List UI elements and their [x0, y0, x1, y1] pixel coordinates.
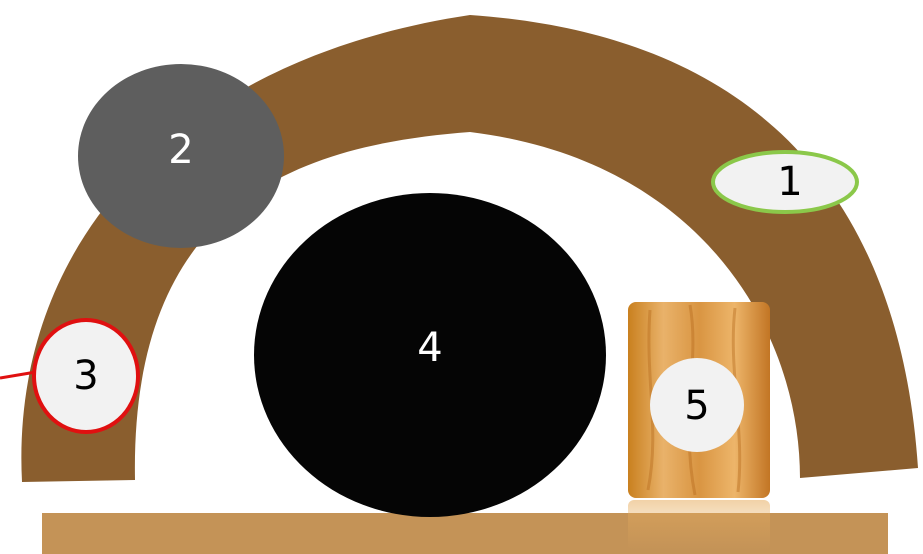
marker-1[interactable]: 1 [713, 152, 857, 212]
marker-3[interactable]: 3 [34, 320, 138, 432]
marker-5-label: 5 [684, 383, 709, 429]
marker-2-label: 2 [168, 127, 193, 173]
marker-4[interactable]: 4 [254, 193, 606, 517]
marker-4-label: 4 [417, 325, 442, 371]
marker-1-label: 1 [777, 159, 802, 205]
marker-3-label: 3 [73, 353, 98, 399]
marker-2[interactable]: 2 [78, 64, 284, 248]
marker-5[interactable]: 5 [650, 358, 744, 452]
